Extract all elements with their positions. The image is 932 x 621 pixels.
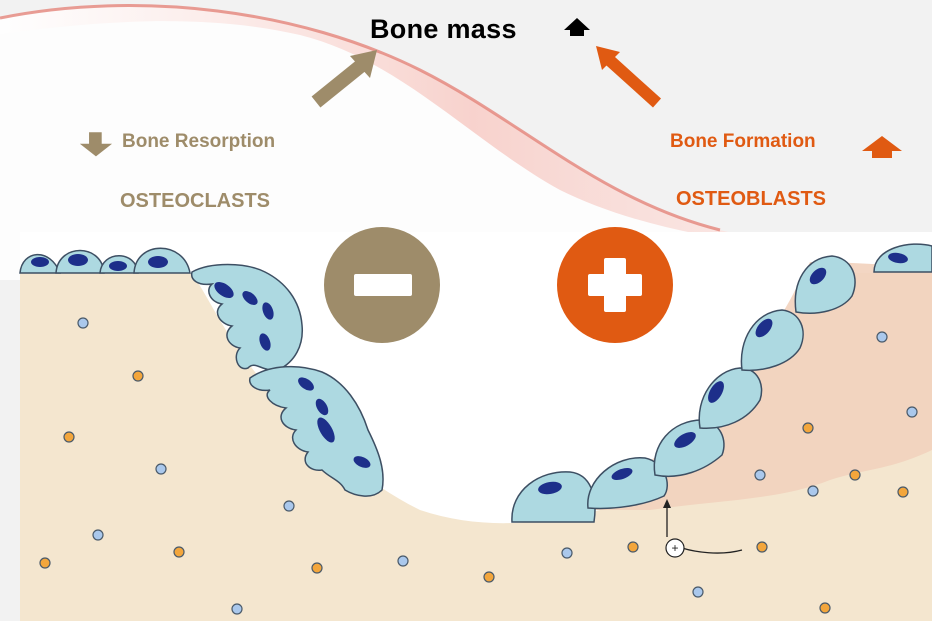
osteoblasts-label: OSTEOBLASTS [676, 188, 826, 211]
minus-icon [324, 227, 440, 343]
plus-icon [557, 227, 673, 343]
formation-to-mass-arrow [596, 46, 657, 103]
bone-formation-label: Bone Formation [670, 131, 816, 153]
bone-mass-title: Bone mass [370, 14, 517, 45]
formation-up-icon [862, 136, 902, 158]
osteoclasts-label: OSTEOCLASTS [120, 190, 270, 213]
arrow-up-icon [564, 18, 590, 36]
plus-small-label: + [671, 541, 678, 555]
bone-resorption-label: Bone Resorption [122, 131, 275, 153]
